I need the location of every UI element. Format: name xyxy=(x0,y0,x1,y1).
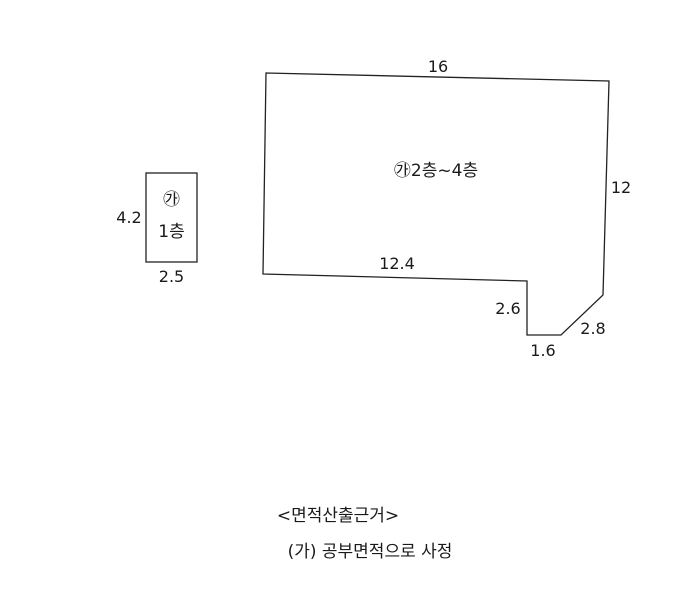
large-building-dim-right: 12 xyxy=(611,178,631,197)
large-building-dim-diagonal: 2.8 xyxy=(580,319,605,338)
small-building-dim-height: 4.2 xyxy=(116,208,141,227)
small-building-dim-width: 2.5 xyxy=(159,267,184,286)
caption-note: (가) 공부면적으로 사정 xyxy=(288,542,453,562)
large-building-dim-notch-width: 1.6 xyxy=(530,341,555,360)
large-building-label: ㉮2층~4층 xyxy=(394,161,478,181)
large-building-dim-notch-depth: 2.6 xyxy=(495,299,520,318)
small-building-outline xyxy=(145,172,198,263)
small-building-label-floor: 1층 xyxy=(158,222,184,242)
large-building-outline xyxy=(262,72,610,336)
large-building-dim-top: 16 xyxy=(428,57,448,76)
large-building-dim-bottom: 12.4 xyxy=(379,254,415,273)
small-building-label-symbol: ㉮ xyxy=(163,190,180,210)
caption-title: <면적산출근거> xyxy=(277,506,399,526)
